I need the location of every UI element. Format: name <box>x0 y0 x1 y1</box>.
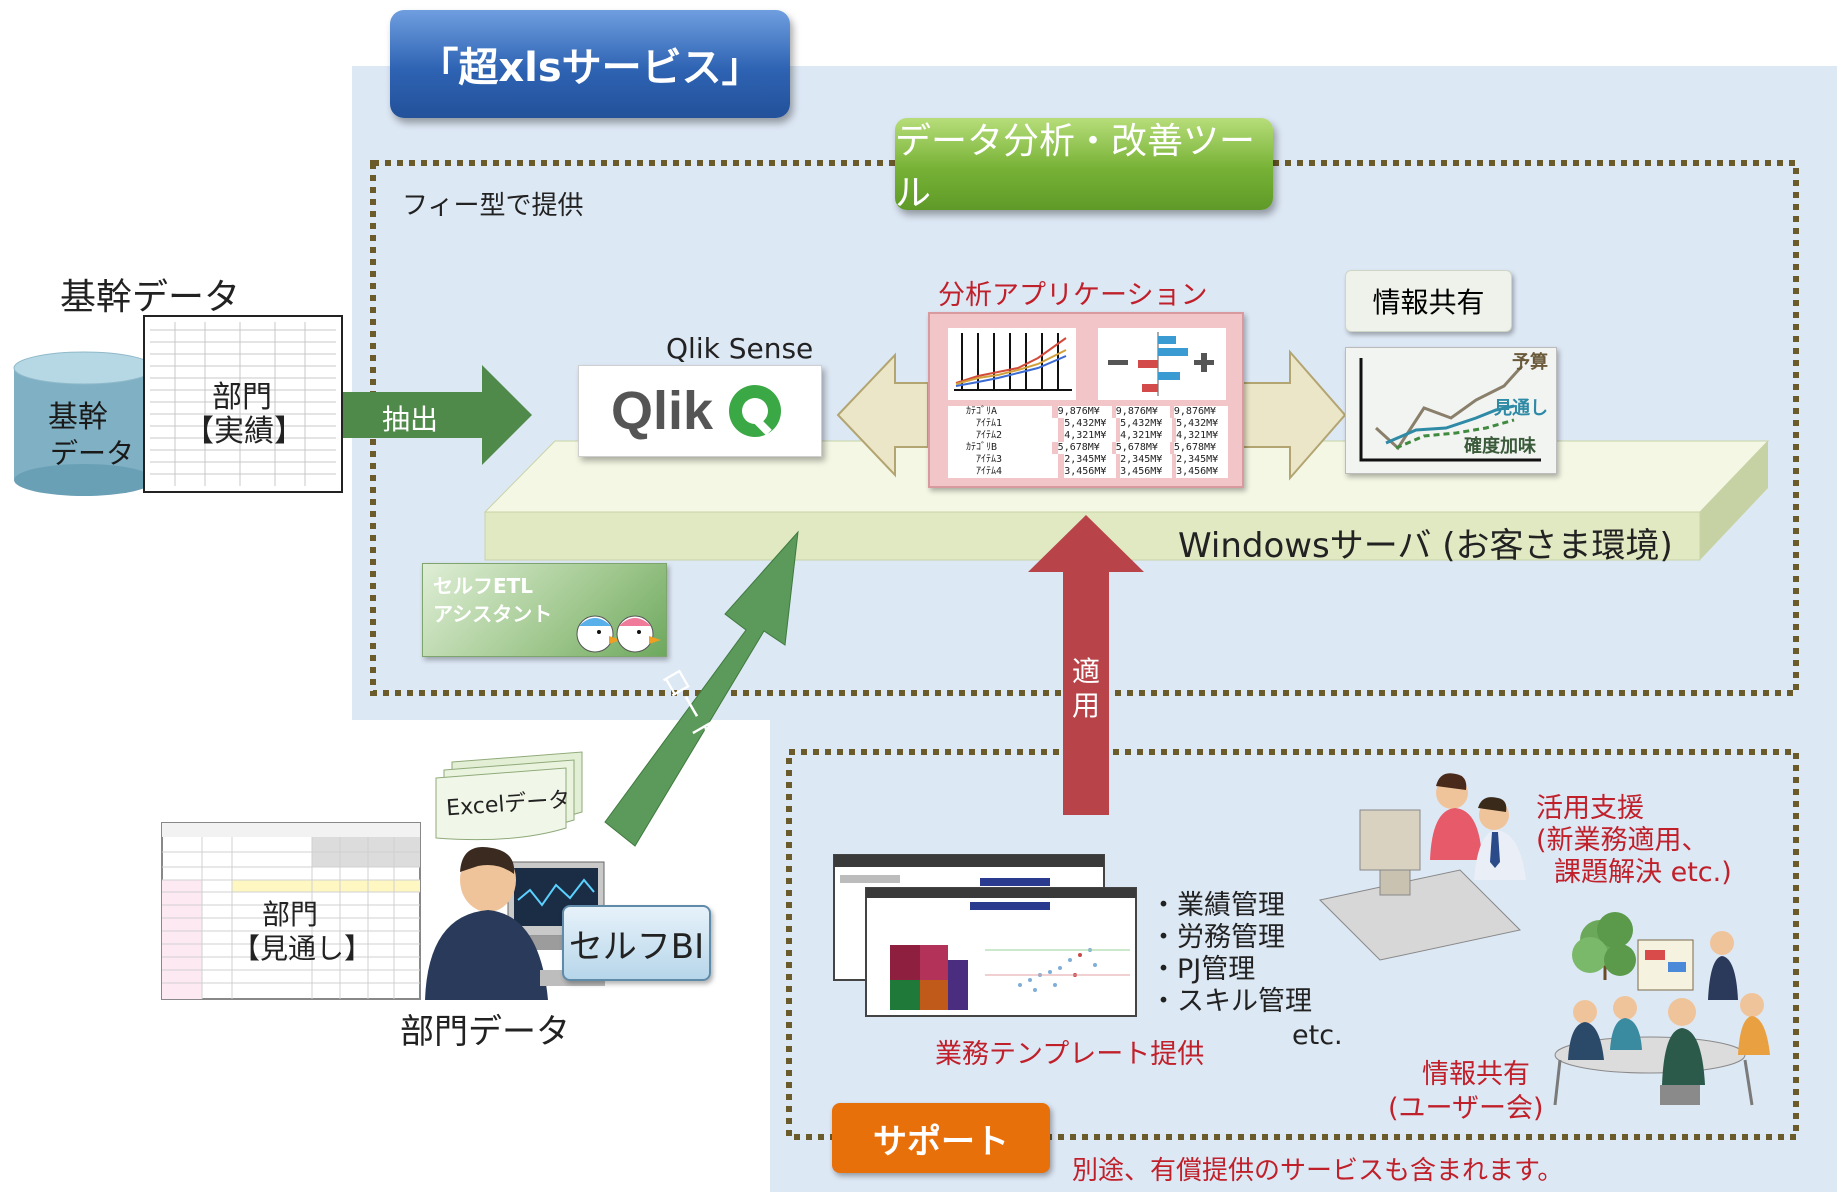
server-label: Windowsサーバ (お客さま環境) <box>1178 526 1673 566</box>
dept-forecast-sheet <box>161 822 421 1000</box>
person-at-computer-icon <box>425 847 605 1000</box>
row-name: ｶﾃｺﾞﾘA <box>948 406 1052 418</box>
series-committed-label: 確度加味 <box>1464 436 1536 457</box>
row-value: 5,678M¥ <box>1057 442 1112 454</box>
core-data-heading: 基幹データ <box>60 277 241 318</box>
db-label-line1: 基幹 <box>48 400 108 435</box>
row-value: 2,345M¥ <box>1064 454 1117 466</box>
utilization-support-line3: 課題解決 etc.) <box>1554 857 1732 888</box>
row-value: 5,678M¥ <box>1115 442 1170 454</box>
series-budget-label: 予算 <box>1512 352 1548 373</box>
row-value: 2,345M¥ <box>1176 454 1228 466</box>
row-value: 5,678M¥ <box>1173 442 1228 454</box>
row-value: 3,456M¥ <box>1176 466 1228 478</box>
support-note: 別途、有償提供のサービスも含まれます。 <box>1072 1156 1564 1186</box>
row-name: ｱｲﾃﾑ1 <box>948 418 1059 430</box>
series-forecast-label: 見通し <box>1494 398 1548 419</box>
core-data-sheet <box>143 315 343 493</box>
support-badge: サポート <box>832 1103 1050 1173</box>
row-value: 4,321M¥ <box>1064 430 1117 442</box>
row-name: ｱｲﾃﾑ2 <box>948 430 1059 442</box>
dept-sheet-label-line1: 部門 <box>262 898 319 931</box>
extract-arrow <box>342 365 532 465</box>
etl-label-line1: セルフETL <box>433 574 534 598</box>
etl-label-line2: アシスタント <box>433 602 553 626</box>
dept-data-caption: 部門データ <box>400 1012 570 1052</box>
row-value: 2,345M¥ <box>1120 454 1173 466</box>
row-name: ｱｲﾃﾑ3 <box>948 454 1059 466</box>
service-title: 「超xlsサービス」 <box>390 10 790 118</box>
self-etl-box: セルフETL アシスタント <box>422 563 667 657</box>
template-list: ・業績管理 ・労務管理 ・PJ管理 ・スキル管理 <box>1150 890 1312 1018</box>
row-value: 3,456M¥ <box>1120 466 1173 478</box>
core-sheet-label-line2: 【実績】 <box>184 414 304 449</box>
qlik-logo-text: Qlik <box>610 381 714 441</box>
apply-arrow <box>1028 515 1144 815</box>
template-caption: 業務テンプレート提供 <box>935 1039 1205 1070</box>
forecast-chart-lines <box>1359 358 1541 462</box>
qlik-label: Qlik Sense <box>666 332 814 365</box>
user-group-line1: 情報共有 <box>1422 1059 1530 1090</box>
template-screenshot-front <box>865 887 1137 1017</box>
db-label-line2: データ <box>50 437 135 470</box>
tool-section-title: データ分析・改善ツール <box>895 118 1273 214</box>
core-sheet-label-line1: 部門 <box>212 380 272 415</box>
consulting-people-icon <box>1318 773 1526 961</box>
apply-label-line2: 用 <box>1072 689 1101 722</box>
server-platform-side <box>1700 441 1768 560</box>
row-value: 9,876M¥ <box>1173 406 1228 418</box>
utilization-support-line2: (新業務適用、 <box>1536 825 1709 856</box>
row-value: 4,321M¥ <box>1176 430 1228 442</box>
apply-label-line1: 適 <box>1072 655 1101 688</box>
database-cylinder-icon <box>13 351 155 496</box>
dept-sheet-label-line2: 【見通し】 <box>232 932 373 965</box>
excel-document-icon <box>435 751 583 841</box>
row-value: 4,321M¥ <box>1120 430 1173 442</box>
row-value: 3,456M¥ <box>1064 466 1117 478</box>
info-share-chip: 情報共有 <box>1345 270 1512 332</box>
row-name: ｱｲﾃﾑ4 <box>948 466 1059 478</box>
row-value: 5,432M¥ <box>1120 418 1173 430</box>
load-arrow <box>604 530 799 847</box>
user-group-line2: (ユーザー会) <box>1388 1093 1544 1124</box>
row-value: 5,432M¥ <box>1064 418 1117 430</box>
row-value: 9,876M¥ <box>1115 406 1170 418</box>
analysis-waterfall-icon <box>1098 328 1226 400</box>
template-item: ・スキル管理 <box>1150 986 1312 1017</box>
fee-note: フィー型で提供 <box>402 191 584 221</box>
row-name: ｶﾃｺﾞﾘB <box>948 442 1052 454</box>
self-bi-box: セルフBI <box>562 905 711 981</box>
extract-label: 抽出 <box>382 403 439 436</box>
template-item: ・業績管理 <box>1150 890 1285 921</box>
template-etc: etc. <box>1292 1020 1343 1051</box>
share-arrow-right <box>1239 349 1347 481</box>
qlik-logo: Qlik <box>578 365 822 457</box>
template-item: ・PJ管理 <box>1150 954 1256 985</box>
template-item: ・労務管理 <box>1150 922 1285 953</box>
mascot-birds-icon <box>576 615 661 653</box>
meeting-people-icon <box>1553 912 1770 1106</box>
forecast-chart: 予算 見通し 確度加味 <box>1345 347 1557 474</box>
row-value: 5,432M¥ <box>1176 418 1228 430</box>
analysis-app-heading: 分析アプリケーション <box>938 280 1208 311</box>
analysis-line-chart-icon <box>948 328 1076 400</box>
utilization-support-line1: 活用支援 <box>1536 793 1644 824</box>
qlik-q-icon <box>729 385 782 437</box>
row-value: 9,876M¥ <box>1057 406 1112 418</box>
